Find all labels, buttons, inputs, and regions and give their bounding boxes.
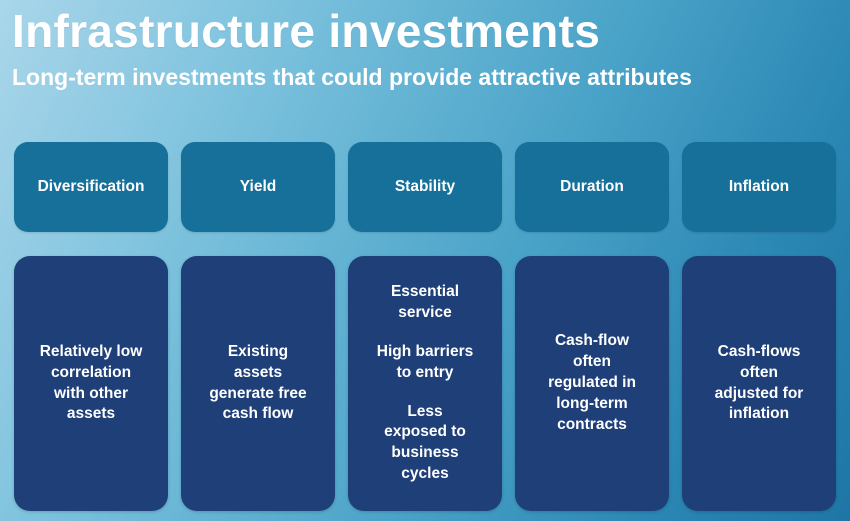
body-text: Essential service	[390, 282, 460, 321]
body-inflation: Cash-flows often adjusted for inflation	[682, 256, 836, 511]
attribute-descriptions: Relatively low correlation with other as…	[14, 256, 836, 511]
body-text: Cash-flows often adjusted for inflation	[714, 342, 804, 423]
body-diversification: Relatively low correlation with other as…	[14, 256, 168, 511]
slide-title: Infrastructure investments	[12, 5, 601, 57]
header-duration: Duration	[515, 142, 669, 232]
body-text: High barriers to entry	[376, 342, 474, 381]
header-diversification: Diversification	[14, 142, 168, 232]
body-text: Relatively low correlation with other as…	[39, 342, 143, 423]
body-text: Cash-flow often regulated in long-term c…	[548, 332, 636, 433]
body-stability: Essential service High barriers to entry…	[348, 256, 502, 511]
body-text: Less exposed to business cycles	[384, 402, 466, 483]
body-duration: Cash-flow often regulated in long-term c…	[515, 256, 669, 511]
attribute-headers: Diversification Yield Stability Duration…	[14, 142, 836, 232]
slide-subtitle: Long-term investments that could provide…	[12, 64, 692, 90]
header-yield: Yield	[181, 142, 335, 232]
header-stability: Stability	[348, 142, 502, 232]
body-text: Existing assets generate free cash flow	[209, 342, 307, 423]
body-yield: Existing assets generate free cash flow	[181, 256, 335, 511]
header-inflation: Inflation	[682, 142, 836, 232]
